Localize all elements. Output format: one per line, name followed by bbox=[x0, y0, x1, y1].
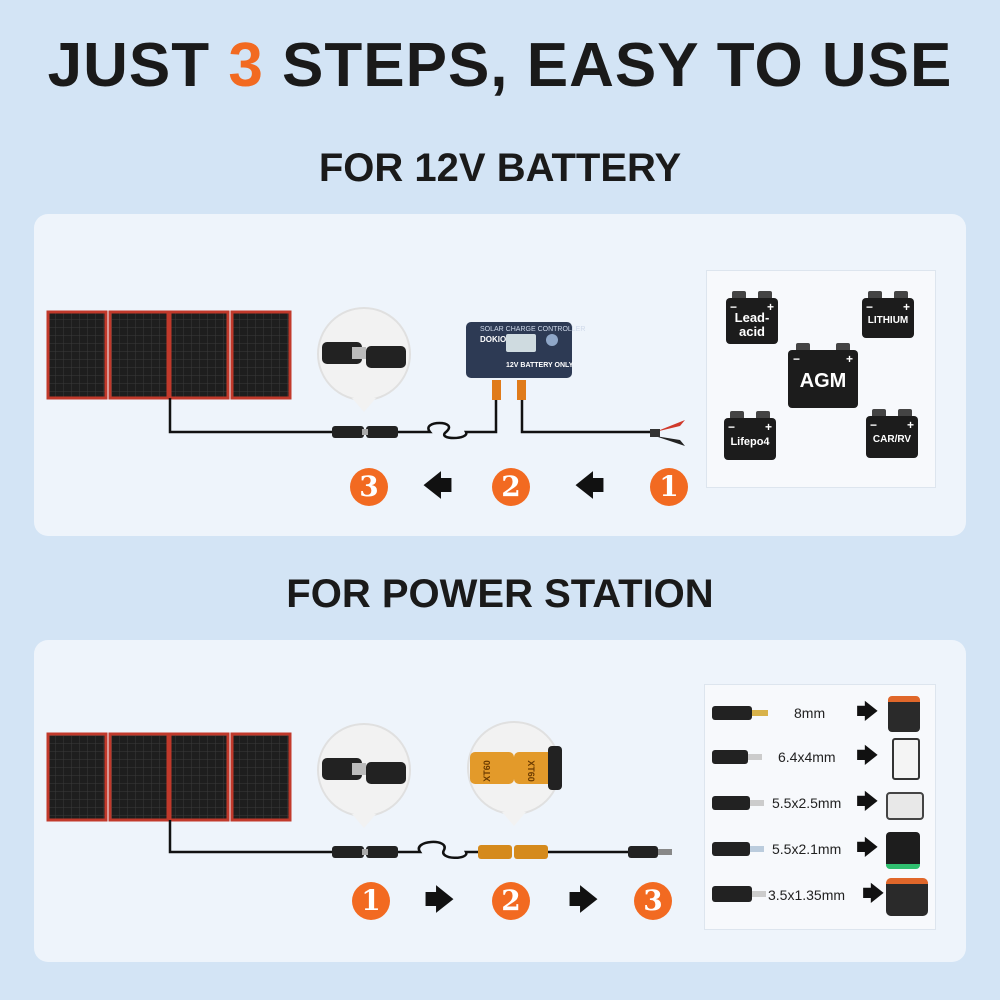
dc-plug-icon bbox=[712, 706, 752, 720]
solar-panel-station bbox=[46, 732, 292, 822]
xt60-label: XT60 bbox=[525, 760, 536, 782]
xt60-zoom-station bbox=[467, 721, 562, 826]
sae-zoom-station bbox=[317, 723, 411, 828]
plug-tip-icon bbox=[748, 754, 762, 760]
dc-plug-icon bbox=[712, 886, 752, 902]
arrow-right-icon: 🡆 bbox=[856, 789, 879, 814]
cable-battery bbox=[168, 398, 660, 440]
adapter-size: 8mm bbox=[794, 705, 826, 721]
alligator-clips bbox=[650, 420, 685, 446]
step-badge: 2 bbox=[492, 468, 530, 506]
battery-car-rv: −+ CAR/RV bbox=[866, 409, 918, 458]
adapter-size: 6.4x4mm bbox=[778, 749, 836, 765]
sae-connector-battery bbox=[332, 426, 398, 438]
sae-connector-station bbox=[332, 846, 398, 858]
station-section-title: FOR POWER STATION bbox=[286, 572, 714, 616]
dc-plug-icon bbox=[712, 842, 750, 856]
charge-controller: SOLAR CHARGE CONTROLLER DOKIO 12V BATTER… bbox=[466, 322, 585, 378]
controller-label: SOLAR CHARGE CONTROLLER bbox=[480, 326, 586, 333]
adapter-size: 5.5x2.5mm bbox=[772, 795, 842, 811]
plug-tip-icon bbox=[752, 891, 766, 897]
adapter-size: 3.5x1.35mm bbox=[768, 887, 846, 903]
controller-brand: DOKIO bbox=[480, 335, 507, 344]
arrow-right-icon: 🡆 bbox=[856, 699, 879, 724]
arrow-right-icon: 🡆 bbox=[856, 835, 879, 860]
power-station-icon bbox=[886, 878, 928, 916]
step-badge: 1 bbox=[650, 468, 688, 506]
page-title: JUST 3 STEPS, EASY TO USE bbox=[47, 31, 953, 100]
power-station-icon bbox=[886, 792, 924, 820]
battery-lithium: −+ LITHIUM bbox=[862, 291, 914, 338]
cable-station bbox=[168, 820, 628, 859]
step-badge: 3 bbox=[350, 468, 388, 506]
battery-lead-acid: −+ Lead-acid bbox=[726, 291, 778, 344]
sae-zoom-battery bbox=[317, 307, 411, 412]
plug-tip-icon bbox=[752, 710, 768, 716]
controller-battery-label: 12V BATTERY ONLY bbox=[506, 362, 574, 369]
adapter-size: 5.5x2.1mm bbox=[772, 841, 842, 857]
arrow-right-icon: 🡆 bbox=[856, 743, 879, 768]
power-station-icon bbox=[886, 832, 920, 869]
solar-panel-battery bbox=[46, 310, 292, 400]
xt60-connector-station bbox=[478, 845, 548, 859]
plug-tip-icon bbox=[750, 846, 764, 852]
dc-plug-station bbox=[628, 846, 672, 858]
power-station-icon bbox=[888, 696, 920, 732]
title-number: 3 bbox=[228, 31, 264, 100]
battery-section-title: FOR 12V BATTERY bbox=[318, 146, 682, 190]
controller-button-icon bbox=[546, 334, 558, 346]
battery-agm: −+ AGM bbox=[788, 343, 858, 408]
controller-lcd bbox=[506, 334, 536, 352]
step-badge: 3 bbox=[634, 882, 672, 920]
arrow-right-icon: 🡆 bbox=[424, 884, 455, 917]
arrow-left-icon: 🡄 bbox=[422, 470, 453, 503]
battery-lifepo4: −+ Lifepo4 bbox=[724, 411, 776, 460]
xt60-label: XT60 bbox=[481, 760, 492, 782]
arrow-right-icon: 🡆 bbox=[568, 884, 599, 917]
step-badge: 2 bbox=[492, 882, 530, 920]
controller-leads bbox=[492, 380, 526, 400]
dc-plug-icon bbox=[712, 796, 750, 810]
power-station-icon bbox=[892, 738, 920, 780]
step-badge: 1 bbox=[352, 882, 390, 920]
plug-tip-icon bbox=[750, 800, 764, 806]
arrow-right-icon: 🡆 bbox=[862, 881, 885, 906]
arrow-left-icon: 🡄 bbox=[574, 470, 605, 503]
dc-plug-icon bbox=[712, 750, 748, 764]
